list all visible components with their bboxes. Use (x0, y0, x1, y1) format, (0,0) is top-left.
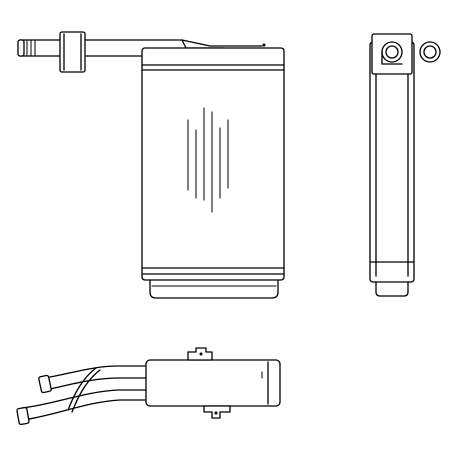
top-mounting-tabs (187, 347, 231, 419)
top-core-body (145, 359, 281, 407)
front-core-body (141, 47, 285, 299)
front-view (17, 31, 285, 299)
side-pipe-ends (381, 41, 441, 65)
front-fin-hatching (187, 107, 229, 213)
side-view (369, 33, 441, 297)
top-view (16, 347, 281, 426)
top-pipes (16, 365, 147, 426)
front-pipe-clamp (59, 31, 86, 73)
